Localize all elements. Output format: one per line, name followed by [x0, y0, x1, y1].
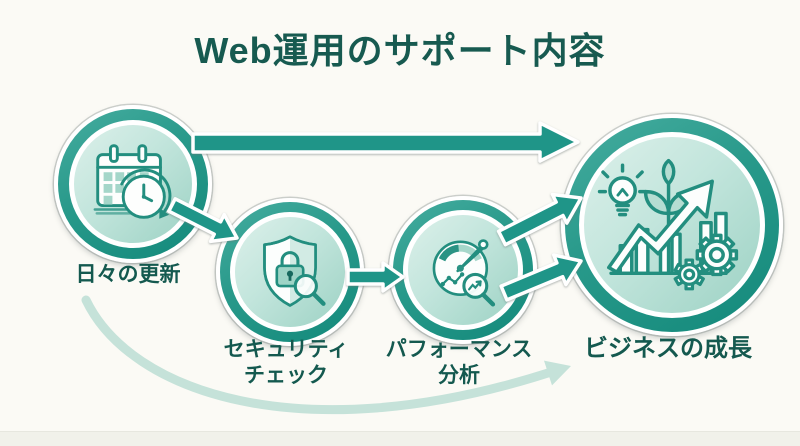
magnifier-icon: [293, 273, 326, 306]
step-label-security-check: セキュリティ チェック: [223, 338, 349, 388]
magnifier-trend-icon: [462, 272, 496, 307]
step-circle-business-growth: [561, 114, 783, 336]
cycle-arrow-curve: [81, 295, 553, 415]
cycle-arrow-head: [544, 360, 571, 386]
flow-arrow-step3-step4-lower: [499, 253, 583, 302]
growth-arrow: [607, 179, 714, 274]
flow-arrow-step3-step4-upper: [496, 192, 583, 247]
calendar-clock-icon: [93, 144, 172, 219]
business-growth-icon: [597, 158, 739, 291]
step-circle-performance-analysis: [389, 196, 537, 344]
step-label-business-growth: ビジネスの成長: [584, 335, 752, 362]
performance-gauge-icon: [432, 239, 496, 307]
flow-arrow-step1-step2: [167, 197, 239, 244]
step-circle-daily-update: [54, 105, 212, 263]
flow-arrow-step2-step3: [346, 261, 405, 293]
bottom-band: [0, 431, 800, 446]
step-label-performance-analysis: パフォーマンス 分析: [385, 338, 533, 388]
shield-lock-icon: [263, 235, 326, 307]
flow-arrow-main: [191, 121, 580, 163]
step-label-daily-update: 日々の更新: [75, 263, 181, 286]
gear-small-icon: [673, 258, 705, 291]
page-title: Web運用のサポート内容: [194, 30, 606, 71]
mini-chart: [440, 272, 465, 287]
